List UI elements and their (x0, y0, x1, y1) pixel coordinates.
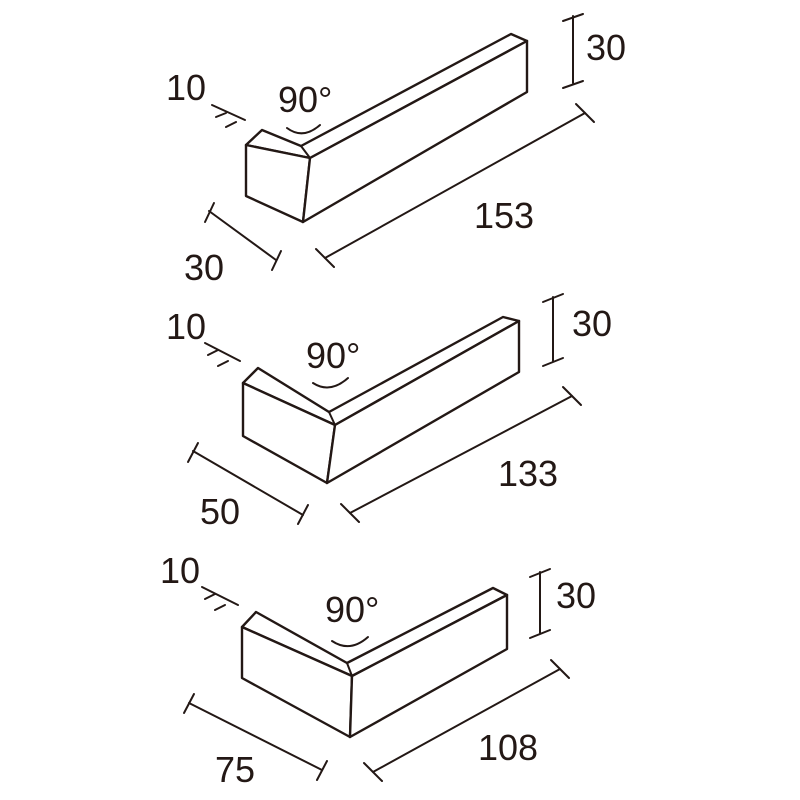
tile-3-angle-label: 90° (325, 589, 379, 630)
tile-1-short-face (244, 143, 312, 224)
tile-1-long-face (301, 39, 529, 224)
tile-1-short-length-label: 30 (184, 247, 224, 288)
tile-1-long-length-label: 153 (474, 195, 534, 236)
tile-2-angle-arc (312, 377, 349, 389)
tile-1-angle-label: 90° (278, 79, 332, 120)
tile-2-long-length-label: 133 (498, 453, 558, 494)
tile-2-thickness-label: 10 (166, 306, 206, 347)
corner-tile-1: 90° 10 30 30 153 (166, 13, 626, 288)
tile-1-thickness-label: 10 (166, 67, 206, 108)
tile-3-thickness-label: 10 (160, 550, 200, 591)
tile-2-long-face (325, 319, 521, 485)
tile-2-angle-label: 90° (306, 335, 360, 376)
tile-1-height-label: 30 (586, 27, 626, 68)
tile-3-height-label: 30 (556, 575, 596, 616)
tile-3-angle-arc (331, 636, 369, 648)
tile-1-angle-arc (286, 124, 321, 135)
corner-tile-3: 90° 10 30 75 108 (160, 550, 596, 790)
corner-tile-2: 90° 10 30 50 133 (166, 293, 612, 532)
tile-2-height-label: 30 (572, 303, 612, 344)
tile-2-short-length-label: 50 (200, 491, 240, 532)
tile-3-long-length-label: 108 (478, 727, 538, 768)
tile-3-short-length-label: 75 (215, 749, 255, 790)
tile-3-long-face (348, 593, 509, 739)
